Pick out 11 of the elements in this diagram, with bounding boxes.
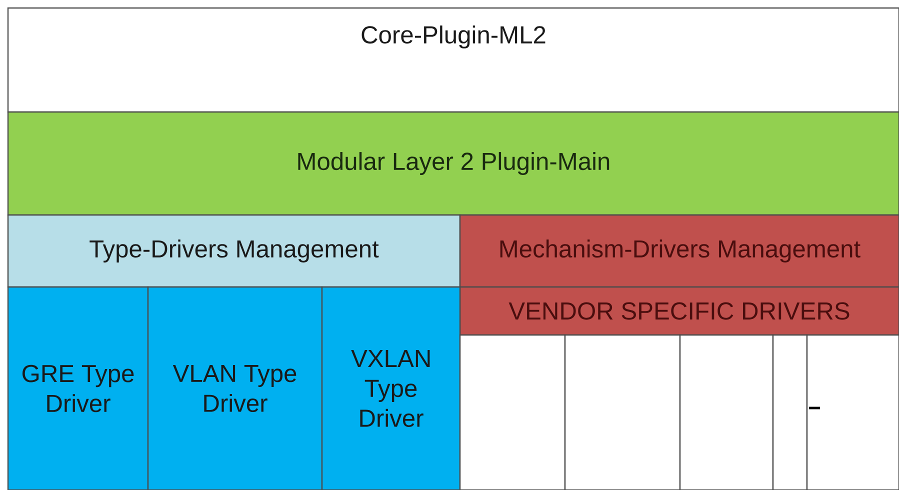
empty-box bbox=[459, 334, 566, 490]
empty-box bbox=[772, 334, 808, 490]
plugin-box: Core-Plugin-ML2 bbox=[7, 7, 899, 113]
driver-box: GRE Type Driver bbox=[7, 286, 149, 490]
driver-box: VLAN Type Driver bbox=[147, 286, 323, 490]
plugin-band: Modular Layer 2 Plugin-Main bbox=[7, 111, 899, 216]
management-band: Mechanism-Drivers Management bbox=[459, 214, 899, 288]
vendor-band: VENDOR SPECIFIC DRIVERS bbox=[459, 286, 899, 336]
management-band: Type-Drivers Management bbox=[7, 214, 461, 288]
empty-box bbox=[564, 334, 681, 490]
driver-box: VXLAN Type Driver bbox=[321, 286, 461, 490]
